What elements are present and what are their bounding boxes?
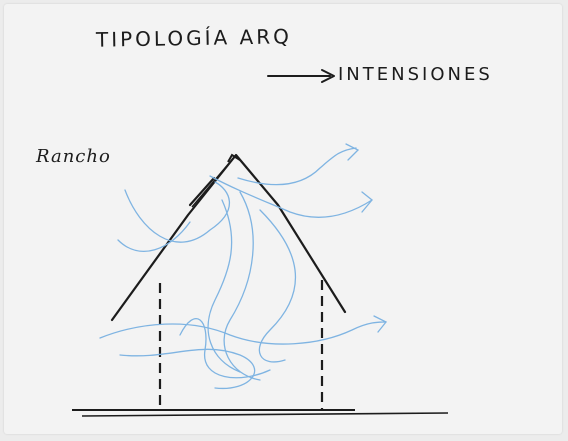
intentions-label: INTENSIONES [338,64,493,85]
right-arrow-icon [268,70,334,82]
airflow-lines [100,144,386,388]
ground-line [72,410,448,416]
roof-outline [112,155,345,320]
rancho-label: Rancho [36,146,111,167]
